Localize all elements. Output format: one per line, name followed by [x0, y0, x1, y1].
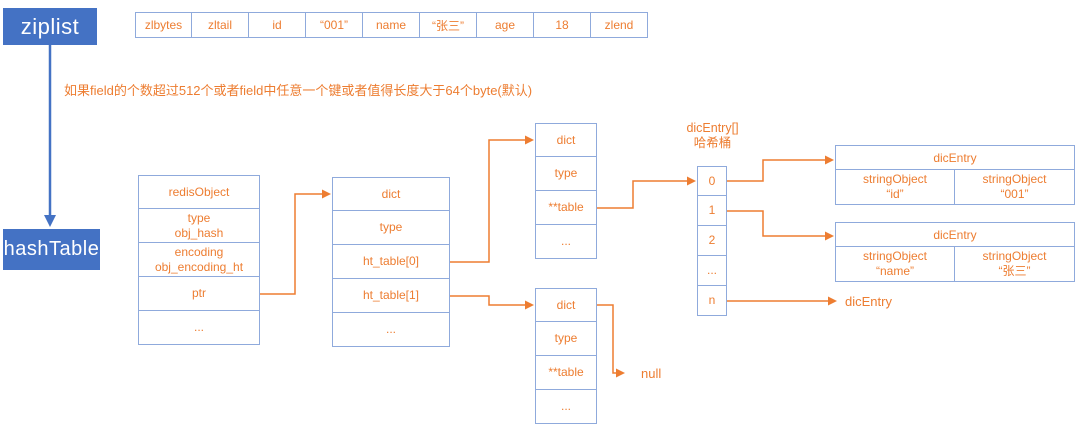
ziplist-cell-zlbytes: zlbytes: [135, 12, 192, 38]
ziplist-cell-id: id: [249, 12, 306, 38]
dict-row-ellipsis: ...: [332, 313, 450, 347]
ziplist-cell-age-value: 18: [534, 12, 591, 38]
bucket-title-line2: 哈希桶: [693, 136, 732, 150]
dict-table: dict type ht_table[0] ht_table[1] ...: [332, 177, 450, 347]
dicentry-id-key-cell: stringObject “id”: [835, 170, 955, 205]
ziplist-cell-name: name: [363, 12, 420, 38]
dict-row-ht-table-0: ht_table[0]: [332, 245, 450, 279]
ziplist-cell-zlend: zlend: [591, 12, 648, 38]
dicentry-name-value-cell: stringObject “张三”: [955, 247, 1075, 282]
dictht-top-title: dict: [535, 123, 597, 157]
dictht-top-row-table: **table: [535, 191, 597, 225]
conversion-condition-note: 如果field的个数超过512个或者field中任意一个键或者值得长度大于64个…: [64, 83, 533, 98]
bucket-array: 0 1 2 ... n: [697, 166, 727, 316]
dictht-bottom-row-table: **table: [535, 356, 597, 390]
dictht-top-row-type: type: [535, 157, 597, 191]
redis-object-title: redisObject: [138, 175, 260, 209]
dicentry-box-id: dicEntry stringObject “id” stringObject …: [835, 145, 1075, 205]
hashtable-label: hashTable: [3, 238, 100, 260]
ziplist-label: ziplist: [20, 13, 80, 39]
dictht-bottom-row-ellipsis: ...: [535, 390, 597, 424]
bucket-slot-2: 2: [697, 226, 727, 256]
dictht-bottom-row-type: type: [535, 322, 597, 356]
dictht-bottom-title: dict: [535, 288, 597, 322]
dicentry-box-id-title: dicEntry: [835, 145, 1075, 170]
redis-object-row-ellipsis: ...: [138, 311, 260, 345]
bucket-slot-n: n: [697, 286, 727, 316]
dicentry-box-name: dicEntry stringObject “name” stringObjec…: [835, 222, 1075, 282]
redis-object-row-ptr: ptr: [138, 277, 260, 311]
dictht-bottom-table: dict type **table ...: [535, 288, 597, 424]
dicentry-box-name-title: dicEntry: [835, 222, 1075, 247]
dicentry-name-key-cell: stringObject “name”: [835, 247, 955, 282]
dict-title: dict: [332, 177, 450, 211]
bucket-title-line1: dicEntry[]: [686, 121, 739, 135]
bucket-slot-1: 1: [697, 196, 727, 226]
ziplist-cell-zltail: zltail: [192, 12, 249, 38]
redis-object-row-encoding: encoding obj_encoding_ht: [138, 243, 260, 277]
dictht-top-table: dict type **table ...: [535, 123, 597, 259]
ziplist-box: ziplist: [3, 8, 97, 45]
ziplist-entry-row: zlbytes zltail id “001” name “张三” age 18…: [135, 12, 648, 38]
bucket-slot-0: 0: [697, 166, 727, 196]
bucket-slot-ellipsis: ...: [697, 256, 727, 286]
ziplist-cell-age: age: [477, 12, 534, 38]
dict-row-type: type: [332, 211, 450, 245]
redis-object-table: redisObject type obj_hash encoding obj_e…: [138, 175, 260, 345]
hashtable-box: hashTable: [3, 229, 100, 270]
null-label: null: [641, 366, 662, 381]
dicentry-id-value-cell: stringObject “001”: [955, 170, 1075, 205]
ziplist-cell-name-value: “张三”: [420, 12, 477, 38]
dictht-top-row-ellipsis: ...: [535, 225, 597, 259]
bucket-title: dicEntry[] 哈希桶: [670, 121, 755, 151]
redis-object-row-type: type obj_hash: [138, 209, 260, 243]
dicentry-pointer-label: dicEntry: [845, 294, 892, 309]
ziplist-cell-id-value: “001”: [306, 12, 363, 38]
dict-row-ht-table-1: ht_table[1]: [332, 279, 450, 313]
